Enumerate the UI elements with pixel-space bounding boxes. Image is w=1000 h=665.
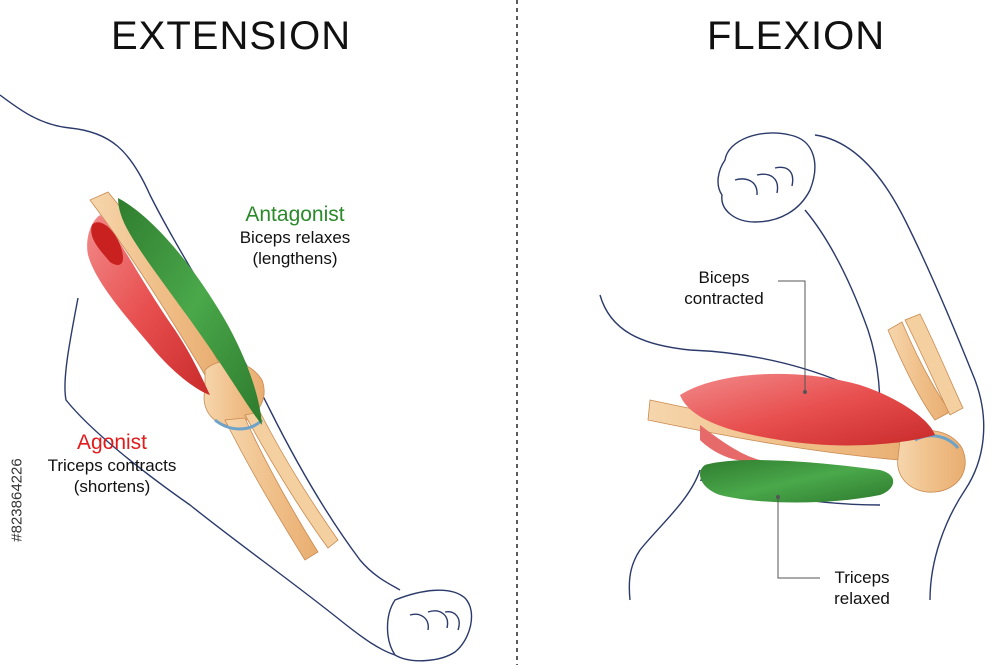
biceps-tail bbox=[700, 425, 760, 462]
antagonist-label-group: Antagonist Biceps relaxes (lengthens) bbox=[225, 203, 365, 269]
biceps-muscle-contracted bbox=[680, 373, 935, 446]
triceps-head bbox=[91, 222, 124, 266]
fist-outline bbox=[386, 589, 473, 662]
image-id-text: #823864226 bbox=[2, 420, 32, 580]
agonist-line2: (shortens) bbox=[73, 477, 151, 496]
humerus-extended bbox=[89, 191, 339, 561]
triceps-line2: relaxed bbox=[834, 589, 890, 608]
chest-outline bbox=[599, 294, 861, 391]
image-id-label: #823864226 bbox=[8, 458, 26, 542]
forearm-bones-flexed bbox=[887, 313, 964, 421]
flexed-arm bbox=[599, 132, 985, 601]
leader-lines bbox=[777, 280, 820, 579]
biceps-line2: contracted bbox=[684, 289, 764, 308]
under-outline bbox=[628, 469, 701, 601]
extension-title: EXTENSION bbox=[111, 14, 352, 58]
antagonist-role: Antagonist bbox=[245, 203, 345, 226]
biceps-contracted-label: Biceps contracted bbox=[672, 267, 776, 309]
biceps-muscle-extended bbox=[118, 198, 262, 425]
fist-outline-flexed bbox=[717, 132, 816, 223]
triceps-muscle-relaxed bbox=[700, 460, 894, 503]
outer-outline-flexed bbox=[814, 134, 985, 601]
flexion-title: FLEXION bbox=[707, 14, 886, 58]
triceps-line1: Triceps bbox=[834, 568, 890, 587]
agonist-role: Agonist bbox=[76, 431, 148, 454]
antagonist-line2: (lengthens) bbox=[252, 249, 338, 268]
biceps-line1: Biceps bbox=[698, 268, 750, 287]
forearm-outline-flexed bbox=[804, 209, 881, 411]
arm-outline-lower bbox=[64, 297, 396, 656]
antagonist-line1: Biceps relaxes bbox=[239, 228, 351, 247]
triceps-relaxed-label: Triceps relaxed bbox=[822, 567, 902, 609]
agonist-line1: Triceps contracts bbox=[47, 456, 177, 475]
agonist-label-group: Agonist Triceps contracts (shortens) bbox=[22, 431, 202, 497]
